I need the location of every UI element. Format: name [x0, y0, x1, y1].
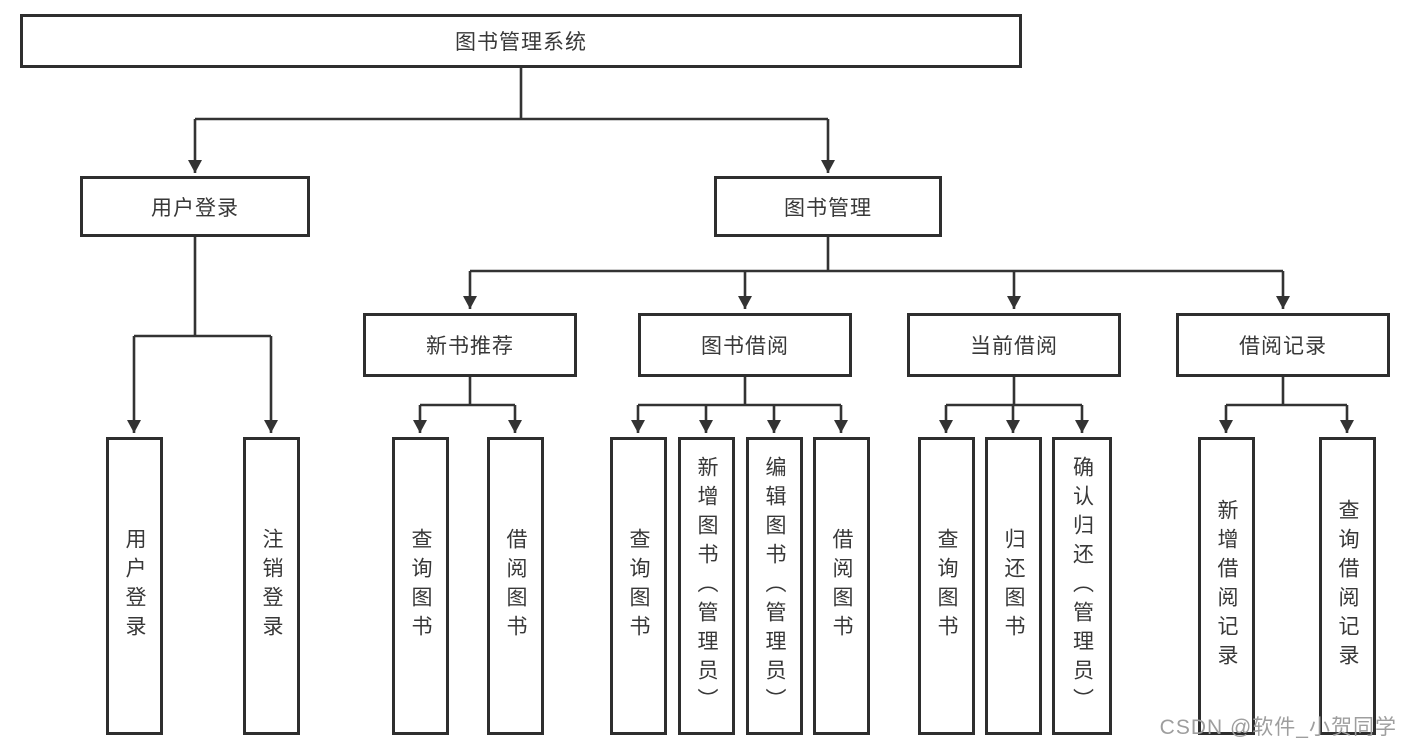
leaf-return-book: 归还图书 — [985, 437, 1042, 735]
leaf-borrow-book-recommend: 借阅图书 — [487, 437, 544, 735]
node-user-login-module: 用户登录 — [80, 176, 310, 237]
node-root-system: 图书管理系统 — [20, 14, 1022, 68]
node-borrow-record: 借阅记录 — [1176, 313, 1390, 377]
node-current-borrow: 当前借阅 — [907, 313, 1121, 377]
leaf-query-book-current: 查询图书 — [918, 437, 975, 735]
leaf-query-book-borrow: 查询图书 — [610, 437, 667, 735]
leaf-add-borrow-record: 新增借阅记录 — [1198, 437, 1255, 735]
node-new-book-recommend: 新书推荐 — [363, 313, 577, 377]
leaf-edit-book-admin: 编辑图书（管理员） — [746, 437, 803, 735]
leaf-logout: 注销登录 — [243, 437, 300, 735]
node-book-borrow: 图书借阅 — [638, 313, 852, 377]
leaf-query-book-recommend: 查询图书 — [392, 437, 449, 735]
leaf-borrow-book: 借阅图书 — [813, 437, 870, 735]
node-book-management-module: 图书管理 — [714, 176, 942, 237]
watermark: CSDN @软件_小贺同学 — [1159, 716, 1397, 739]
leaf-query-borrow-record: 查询借阅记录 — [1319, 437, 1376, 735]
leaf-add-book-admin: 新增图书（管理员） — [678, 437, 735, 735]
leaf-user-login: 用户登录 — [106, 437, 163, 735]
leaf-confirm-return-admin: 确认归还（管理员） — [1052, 437, 1112, 735]
